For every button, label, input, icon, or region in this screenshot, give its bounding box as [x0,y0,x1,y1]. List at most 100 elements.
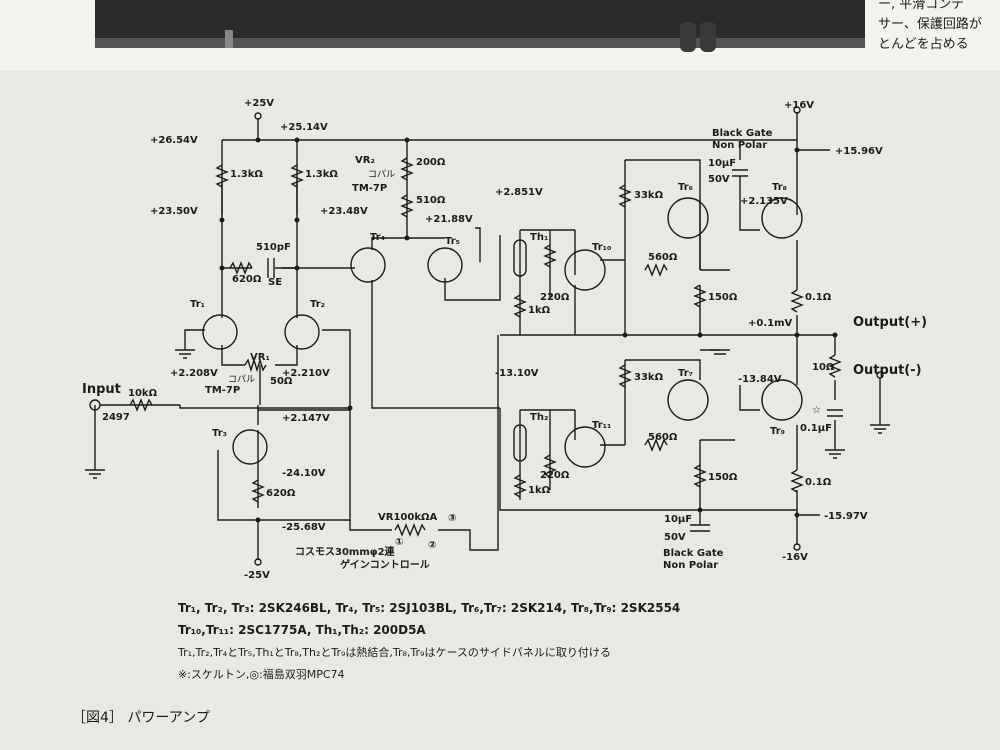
label-copal: コパル [368,169,395,180]
resistor-620-b [251,479,265,503]
label-tr5: Tr₅ [445,236,460,247]
caption-line-4: ※:スケルトン,◎:福島双羽MPC74 [178,667,345,681]
label-out-n: Output(-) [853,363,922,378]
label-r620a: 620Ω [232,274,262,285]
transistor-tr2 [284,314,320,350]
label-r560b: 560Ω [648,432,678,443]
junction [294,217,300,223]
label-v0-1mv: +0.1mV [748,318,793,329]
label-v23-50: +23.50V [150,206,198,217]
label-out-p: Output(+) [853,315,927,330]
label-bg-top2: Non Polar [712,140,767,151]
junction [832,332,838,338]
ground-input [85,469,105,479]
label-r150a: 150Ω [708,292,738,303]
junction [347,405,353,411]
resistors [129,157,842,537]
junction [794,332,800,338]
input-jack [89,399,101,411]
label-tr4: Tr₄ [370,232,385,243]
resistor-510 [400,194,414,218]
label-v16: +16V [784,100,814,111]
label-tm7p2: TM-7P [205,385,240,396]
label-gain: ゲインコントロール [340,558,430,571]
resistor-33k-a [618,184,632,208]
resistor-0-1-b [790,469,804,493]
label-star: ☆ [812,405,821,416]
junction [255,517,261,523]
resistor-150-b [693,464,707,488]
grounds [85,349,890,479]
label-cosmos: コスモス30mmφ2連 [295,545,396,558]
label-r220b: 220Ω [540,470,570,481]
label-input: Input [82,382,121,397]
transistor-tr5 [427,247,463,283]
transistor-tr7 [667,379,709,421]
label-c1: ① [395,537,403,548]
resistor-1k-a [513,294,527,318]
transistor-tr8 [761,197,803,239]
label-r33k-b: 33kΩ [634,372,664,383]
label-r220a: 220Ω [540,292,570,303]
label-r01a: 0.1Ω [805,292,832,303]
label-c2: ② [428,540,436,551]
label-r620b: 620Ω [266,488,296,499]
label-tr3: Tr₃ [212,428,227,439]
label-tr2: Tr₂ [310,299,325,310]
junction [294,137,300,143]
label-v2-208: +2.208V [170,368,218,379]
label-c3: ③ [448,513,456,524]
label-r510: 510Ω [416,195,446,206]
resistor-0-1-a [790,289,804,313]
label-vr2: VR₂ [355,155,375,166]
label-v2-147: +2.147V [282,413,330,424]
label-vneg13-10: -13.10V [495,368,539,379]
resistor-vr1 [244,357,267,373]
ground-output [870,424,890,434]
label-tr8: Tr₈ [772,182,787,193]
label-v50-a: 50V [708,174,730,185]
junction [794,147,800,153]
resistor-1-3k-b [290,164,304,188]
label-bg-bot1: Black Gate [663,548,724,559]
label-r10k: 10kΩ [128,388,158,399]
resistor-33k-b [618,364,632,388]
ground-upper [710,349,730,355]
label-v26-54: +26.54V [150,135,198,146]
transistor-tr6 [667,197,709,239]
label-r1-3k-b: 1.3kΩ [305,169,338,180]
label-c510p: 510pF [256,242,291,253]
caption-line-1: Tr₁, Tr₂, Tr₃: 2SK246BL, Tr₄, Tr₅: 2SJ10… [178,601,680,615]
resistor-200 [400,157,414,181]
parts-caption: Tr₁, Tr₂, Tr₃: 2SK246BL, Tr₄, Tr₅: 2SJ10… [72,601,680,726]
label-v2-210: +2.210V [282,368,330,379]
capacitor-510p [267,258,275,278]
junction [697,332,703,338]
label-vneg15-97: -15.97V [824,511,868,522]
junction [219,265,225,271]
thermistor-th1 [513,239,527,277]
capacitor-0-1u [827,409,843,417]
label-v50-b: 50V [664,532,686,543]
resistor-560-a [644,263,668,277]
label-v2-851: +2.851V [495,187,543,198]
label-v25-14: +25.14V [280,122,328,133]
caption-line-2: Tr₁₀,Tr₁₁: 2SC1775A, Th₁,Th₂: 200D5A [178,623,426,637]
junction [622,332,628,338]
label-tr9: Tr₉ [770,426,785,437]
label-vr1: VR₁ [250,352,270,363]
capacitor-10u-top [732,169,748,190]
transistor-tr10 [564,249,606,291]
junction [255,137,261,143]
junction [294,265,300,271]
label-vneg25-68: -25.68V [282,522,326,533]
label-r10: 10Ω [812,362,835,373]
label-r50: 50Ω [270,376,293,387]
junction [404,137,410,143]
label-th2: Th₂ [530,412,548,423]
label-tm7p: TM-7P [352,183,387,194]
resistor-220-a [543,244,557,268]
label-tr6: Tr₆ [678,182,693,193]
photo-caption-1: ー, 平滑コンデ [878,0,964,12]
